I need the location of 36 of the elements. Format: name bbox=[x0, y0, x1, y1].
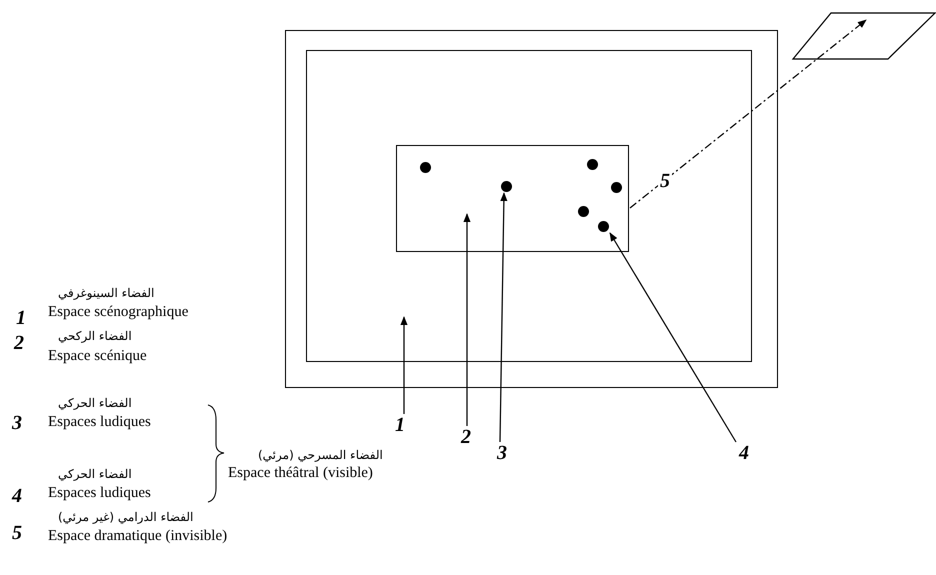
callout-number: 4 bbox=[736, 442, 752, 464]
arrow bbox=[400, 316, 408, 414]
label-text: الفضاء المسرحي (مرئي) bbox=[258, 449, 383, 462]
parallelogram bbox=[793, 12, 936, 60]
arrow bbox=[630, 19, 867, 208]
dot bbox=[598, 220, 608, 232]
callout-number: 1 bbox=[392, 414, 408, 436]
label-text: Espace scénographique bbox=[48, 304, 188, 320]
inner-frame bbox=[306, 50, 752, 362]
callout-number: 4 bbox=[12, 485, 22, 507]
stage-rectangle bbox=[396, 145, 629, 252]
label-text: الفضاء الركحي bbox=[58, 330, 132, 344]
dot bbox=[586, 158, 598, 170]
label-text: Espace dramatique (invisible) bbox=[48, 528, 228, 544]
arrow bbox=[609, 232, 737, 442]
dot bbox=[610, 182, 622, 192]
label-text: الفضاء الحركي bbox=[58, 468, 132, 482]
label-text: Espaces ludiques bbox=[48, 485, 151, 502]
label-text: Espace théâtral (visible) bbox=[228, 465, 373, 482]
label-text: الفضاء السينوغرفي bbox=[58, 287, 154, 300]
dot bbox=[578, 206, 588, 216]
label-text: الفضاء الدرامي (غير مرئي) bbox=[58, 511, 194, 524]
label-text: الفضاء الحركي bbox=[58, 397, 132, 410]
outer-frame bbox=[285, 30, 778, 388]
callout-number: 2 bbox=[458, 426, 474, 448]
dot bbox=[420, 162, 430, 172]
label-text: Espace scénique bbox=[48, 348, 147, 364]
callout-number: 1 bbox=[16, 307, 26, 329]
label-text: Espaces ludiques bbox=[48, 414, 151, 430]
callout-number: 3 bbox=[494, 442, 510, 464]
arrow bbox=[499, 192, 508, 442]
callout-number: 3 bbox=[12, 412, 22, 434]
arrow bbox=[463, 213, 471, 426]
callout-number: 2 bbox=[14, 332, 24, 354]
dot bbox=[500, 180, 512, 192]
callout-number: 5 bbox=[12, 522, 22, 544]
